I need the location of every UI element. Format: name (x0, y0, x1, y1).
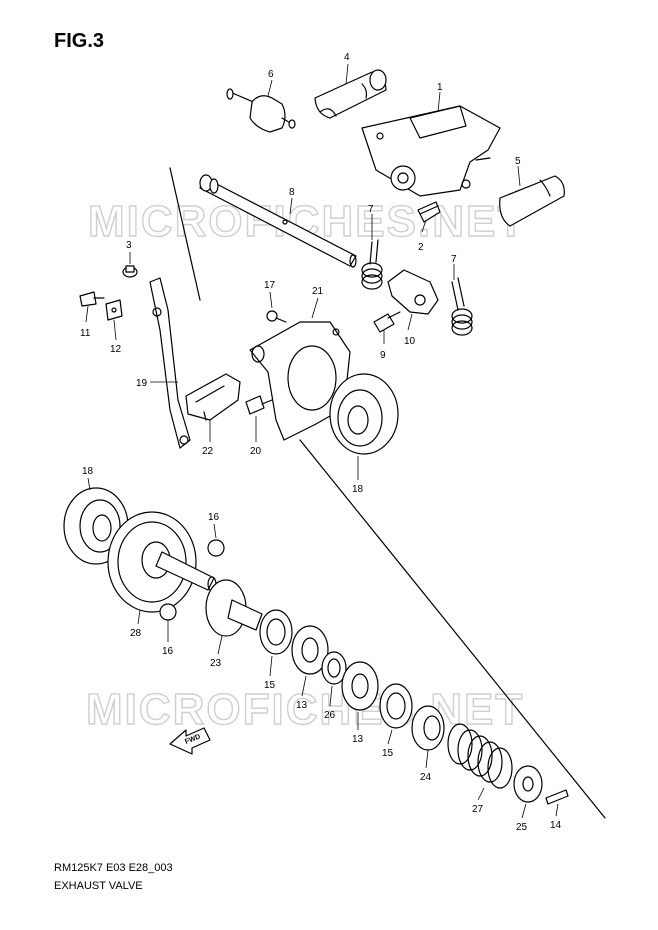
part-26-spacer (321, 651, 347, 685)
callout-22: 22 (202, 446, 214, 457)
callout-25: 25 (516, 822, 528, 833)
part-24-spring-seat (411, 705, 445, 751)
part-22-bracket (185, 373, 241, 421)
part-27-coil-spring (447, 723, 513, 789)
callout-11: 11 (80, 328, 91, 339)
part-7-spring-right (451, 277, 473, 336)
callout-27: 27 (472, 804, 484, 815)
part-15-thrust-bearing-upper (259, 609, 293, 655)
part-10-lever (387, 269, 439, 315)
callout-16-upper: 16 (208, 512, 220, 523)
figure-title: FIG.3 (54, 30, 105, 52)
part-11-bolt (79, 291, 105, 307)
callout-12: 12 (110, 344, 122, 355)
callout-23: 23 (210, 658, 222, 669)
callout-15-lower: 15 (382, 748, 394, 759)
part-4-valve (314, 69, 387, 119)
part-16-ball-upper (207, 539, 225, 557)
callout-10: 10 (404, 336, 416, 347)
part-13-washer-lower (341, 661, 379, 711)
part-23-cup (205, 579, 263, 637)
callout-8: 8 (289, 187, 295, 198)
part-6-cushion (226, 88, 296, 133)
callout-3: 3 (126, 240, 132, 251)
watermark-bottom: MICROFICHES.NET (86, 685, 524, 734)
part-7-spring-left (361, 239, 383, 290)
callout-21: 21 (312, 286, 324, 297)
part-14-pin (545, 789, 569, 805)
callout-17: 17 (264, 280, 276, 291)
callout-28: 28 (130, 628, 142, 639)
callout-1: 1 (437, 82, 443, 93)
part-19-link-arm (149, 277, 191, 449)
part-18-bearing-right (329, 373, 399, 455)
part-16-ball-lower (159, 603, 177, 621)
part-9-bolt (373, 311, 401, 333)
callout-18-right: 18 (352, 484, 364, 495)
part-13-washer-upper (291, 625, 329, 675)
callout-6: 6 (268, 69, 274, 80)
figure-name: EXHAUST VALVE (54, 880, 143, 892)
callout-5: 5 (515, 156, 521, 167)
callout-19: 19 (136, 378, 148, 389)
assembly-axis-line-upper (169, 167, 201, 301)
callout-18-left: 18 (82, 466, 94, 477)
callout-15-upper: 15 (264, 680, 276, 691)
assembly-axis-line-lower (299, 439, 606, 819)
part-12-washer (105, 299, 123, 321)
figure-code: RM125K7 E03 E28_003 (54, 862, 173, 874)
callout-14: 14 (550, 820, 562, 831)
part-25-retainer (513, 765, 543, 803)
callout-7-left: 7 (368, 204, 374, 215)
callout-13-lower: 13 (352, 734, 364, 745)
leader-lines (85, 63, 559, 819)
callout-2: 2 (418, 242, 424, 253)
callout-7-right: 7 (451, 254, 457, 265)
callout-labels: 1 2 3 4 5 6 7 7 8 9 10 11 12 13 13 14 15… (80, 52, 562, 833)
callout-16-lower: 16 (162, 646, 174, 657)
callout-4: 4 (344, 52, 350, 63)
part-28-gear (107, 511, 217, 613)
part-2-bolt (417, 201, 441, 223)
part-1-holder (361, 105, 501, 197)
callout-24: 24 (420, 772, 432, 783)
callout-13-upper: 13 (296, 700, 308, 711)
part-8-shaft (199, 174, 357, 268)
callout-9: 9 (380, 350, 386, 361)
callout-20: 20 (250, 446, 262, 457)
part-5-valve (499, 175, 565, 227)
part-20-bolt (245, 395, 273, 415)
part-17-bolt (266, 310, 287, 323)
callout-26: 26 (324, 710, 336, 721)
part-3-nut (122, 265, 138, 278)
part-15-thrust-bearing-lower (379, 683, 413, 729)
fwd-direction-arrow: FWD (169, 727, 211, 755)
